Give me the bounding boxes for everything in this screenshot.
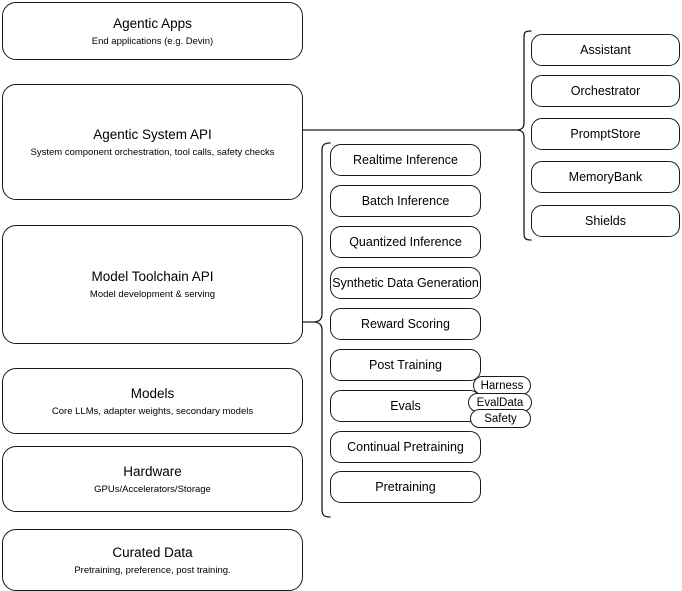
capability-label: Reward Scoring: [361, 317, 450, 331]
layer-box-agentic-system-api[interactable]: Agentic System API System component orch…: [2, 84, 303, 200]
evals-pill-label: Harness: [480, 379, 524, 392]
component-box-orchestrator[interactable]: Orchestrator: [531, 75, 680, 107]
capability-box-reward-scoring[interactable]: Reward Scoring: [330, 308, 481, 340]
layer-box-curated-data[interactable]: Curated Data Pretraining, preference, po…: [2, 529, 303, 591]
component-label: Assistant: [580, 43, 631, 57]
layer-subtitle: End applications (e.g. Devin): [91, 35, 214, 47]
component-box-shields[interactable]: Shields: [531, 205, 680, 237]
layer-title: Models: [130, 385, 175, 401]
component-label: PromptStore: [570, 127, 641, 141]
layer-box-model-toolchain-api[interactable]: Model Toolchain API Model development & …: [2, 225, 303, 344]
component-label: MemoryBank: [568, 170, 643, 184]
layer-box-hardware[interactable]: Hardware GPUs/Accelerators/Storage: [2, 446, 303, 512]
component-label: Orchestrator: [570, 84, 641, 98]
component-box-promptstore[interactable]: PromptStore: [531, 118, 680, 150]
layer-subtitle: GPUs/Accelerators/Storage: [94, 483, 211, 495]
layer-subtitle: Pretraining, preference, post training.: [74, 564, 231, 576]
evals-pill-label: EvalData: [476, 396, 524, 409]
layer-title: Agentic Apps: [113, 15, 192, 31]
capability-box-realtime-inference[interactable]: Realtime Inference: [330, 144, 481, 176]
capability-label: Continual Pretraining: [347, 440, 464, 454]
layer-title: Agentic System API: [93, 126, 212, 142]
capability-box-continual-pretraining[interactable]: Continual Pretraining: [330, 431, 481, 463]
capability-box-quantized-inference[interactable]: Quantized Inference: [330, 226, 481, 258]
layer-box-agentic-apps[interactable]: Agentic Apps End applications (e.g. Devi…: [2, 2, 303, 60]
capability-label: Quantized Inference: [349, 235, 462, 249]
layer-title: Model Toolchain API: [91, 269, 214, 284]
evals-pill-label: Safety: [484, 412, 517, 425]
capability-label: Synthetic Data Generation: [332, 276, 479, 290]
capability-box-synthetic-data-generation[interactable]: Synthetic Data Generation: [330, 267, 481, 299]
capability-box-post-training[interactable]: Post Training: [330, 349, 481, 381]
layer-box-models[interactable]: Models Core LLMs, adapter weights, secon…: [2, 368, 303, 434]
capability-box-batch-inference[interactable]: Batch Inference: [330, 185, 481, 217]
capability-label: Realtime Inference: [353, 153, 458, 167]
layer-subtitle: Model development & serving: [89, 289, 216, 300]
component-box-memorybank[interactable]: MemoryBank: [531, 161, 680, 193]
capability-label: Batch Inference: [361, 194, 450, 208]
layer-title: Curated Data: [112, 544, 193, 560]
capability-box-pretraining[interactable]: Pretraining: [330, 471, 481, 503]
layer-subtitle: System component orchestration, tool cal…: [30, 146, 275, 158]
evals-pill-safety[interactable]: Safety: [470, 409, 531, 428]
layer-subtitle: Core LLMs, adapter weights, secondary mo…: [51, 405, 254, 417]
capability-box-evals[interactable]: Evals: [330, 390, 481, 422]
layer-title: Hardware: [123, 463, 182, 479]
component-box-assistant[interactable]: Assistant: [531, 34, 680, 66]
component-label: Shields: [585, 214, 626, 228]
capability-label: Evals: [390, 399, 421, 413]
capability-label: Pretraining: [375, 480, 436, 494]
capability-label: Post Training: [369, 358, 442, 372]
